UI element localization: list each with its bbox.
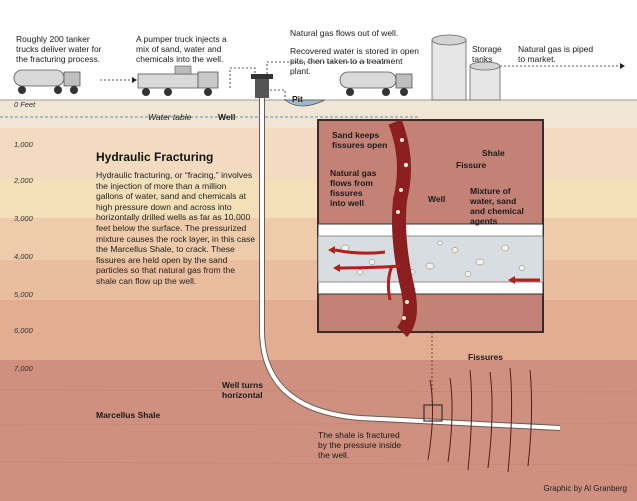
depth-7000: 7,000 — [14, 364, 33, 373]
flow-arrows — [132, 63, 625, 83]
depth-2000: 2,000 — [14, 176, 33, 185]
label-storage-tanks: Storage tanks — [472, 44, 502, 64]
fissure-lines — [427, 367, 533, 473]
label-gas-flows-out: Natural gas flows out of well. — [290, 28, 399, 38]
label-well: Well — [218, 112, 236, 122]
depth-1000: 1,000 — [14, 140, 33, 149]
credit: Graphic by Al Granberg — [543, 484, 627, 493]
inset-label-mixture: Mixture of water, sand and chemical agen… — [470, 186, 524, 226]
treatment-truck — [339, 71, 413, 96]
inset-label-shale: Shale — [482, 148, 505, 158]
label-pumper-truck: A pumper truck injects a mix of sand, wa… — [136, 34, 227, 64]
wellhead — [255, 78, 269, 98]
pit — [283, 99, 326, 107]
depth-4000: 4,000 — [14, 252, 33, 261]
inset-label-well: Well — [428, 194, 446, 204]
depth-5000: 5,000 — [14, 290, 33, 299]
well-pipe-inner — [260, 96, 561, 430]
label-water-table: Water table — [148, 112, 192, 122]
info-body: Hydraulic fracturing, or “fracing,” invo… — [96, 170, 256, 286]
label-pit: Pit — [292, 94, 303, 104]
info-title: Hydraulic Fracturing — [96, 150, 214, 164]
label-tanker-trucks: Roughly 200 tanker trucks deliver water … — [16, 34, 102, 64]
depth-3000: 3,000 — [14, 214, 33, 223]
gas-flow-arrows — [334, 248, 540, 301]
inset-label-fissure: Fissure — [456, 160, 487, 170]
inset-panel — [317, 119, 544, 337]
label-shale-fractured: The shale is fractured by the pressure i… — [318, 430, 402, 460]
fissure-crack — [388, 119, 417, 337]
pumper-truck — [137, 65, 219, 96]
label-well-turns: Well turns horizontal — [222, 380, 263, 400]
label-gas-piped: Natural gas is piped to market. — [518, 44, 594, 64]
tanker-truck-1 — [13, 69, 81, 94]
inset-label-sand-keeps: Sand keeps fissures open — [332, 130, 388, 150]
surface-flow-lines — [100, 61, 620, 100]
label-marcellus-shale: Marcellus Shale — [96, 410, 161, 420]
storage-tanks — [431, 34, 501, 101]
arrowheads — [328, 246, 515, 284]
sand-particles — [340, 240, 526, 277]
inset-label-gas-flows: Natural gas flows from fissures into wel… — [330, 168, 377, 208]
wellhead-cap — [251, 74, 273, 79]
fissure-sand — [396, 138, 409, 320]
label-recovered-water: Recovered water is stored in open pits, … — [290, 46, 419, 76]
label-fissures: Fissures — [468, 352, 503, 362]
depth-0: 0 Feet — [14, 100, 36, 109]
depth-6000: 6,000 — [14, 326, 33, 335]
